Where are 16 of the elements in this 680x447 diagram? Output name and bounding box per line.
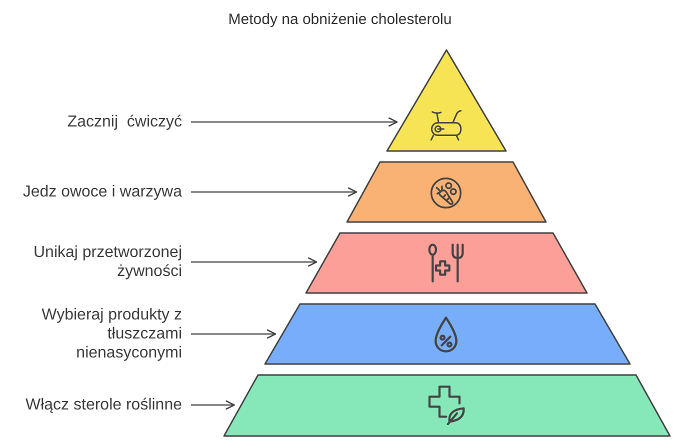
pyramid-tier: [224, 375, 670, 436]
pyramid-tier: [306, 233, 587, 293]
arrow: [191, 257, 318, 267]
arrow: [191, 400, 235, 410]
arrow: [191, 329, 276, 339]
pyramid-tier: [347, 162, 546, 222]
step-label: Jedz owoce i warzywa: [22, 182, 182, 202]
arrow: [191, 117, 398, 127]
step-label: Zacznij ćwiczyć: [67, 112, 182, 132]
step-label: Unikaj przetworzonej żywności: [10, 243, 182, 281]
step-label: Włącz sterole roślinne: [26, 396, 182, 414]
step-label: Wybieraj produkty z tłuszczami nienasyconymi: [10, 306, 182, 362]
pyramid-tier: [265, 304, 630, 364]
diagram-title: Metody na obniżenie cholesterolu: [228, 10, 452, 30]
arrow: [191, 187, 358, 197]
pyramid-top-triangle: [387, 50, 506, 151]
